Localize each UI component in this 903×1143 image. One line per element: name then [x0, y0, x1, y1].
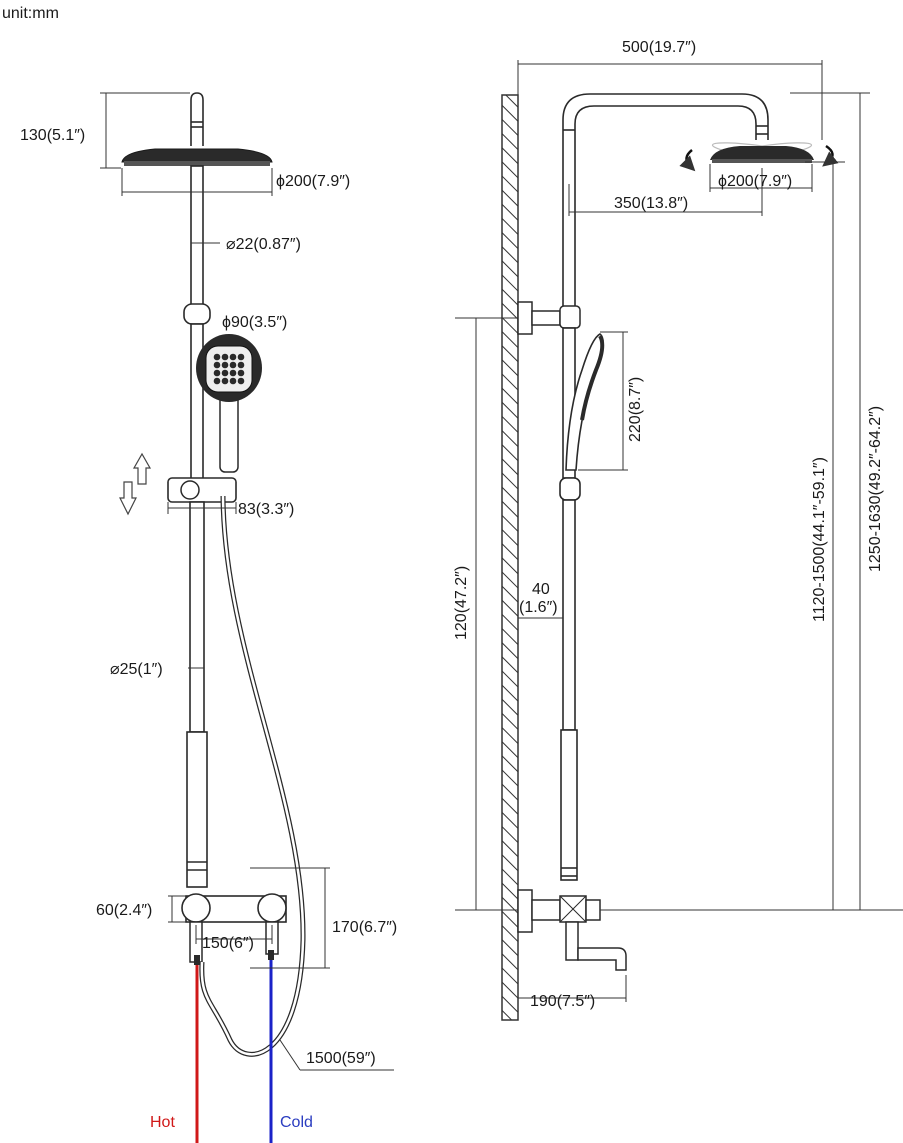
cold-label: Cold: [280, 1114, 313, 1131]
side-head-offset-label: 350(13.8″): [614, 195, 688, 212]
side-height-range-2-label: 1250-1630(49.2″-64.2″): [867, 406, 884, 572]
side-view: 500(19.7″) ϕ200(7.9″) 350(13.8″) 220(8.7…: [453, 39, 903, 1021]
front-hose-length-label: 1500(59″): [306, 1050, 376, 1067]
front-upper-pipe: [190, 165, 204, 307]
side-valve-spout: [517, 889, 627, 971]
wall: [501, 94, 519, 1021]
side-riser-arm: [562, 93, 769, 320]
side-arm-length-label: 500(19.7″): [622, 39, 696, 56]
side-rain-head: [710, 142, 814, 163]
unit-label: unit:mm: [2, 5, 59, 22]
front-slider-width-label: 83(3.3″): [238, 501, 294, 518]
side-bracket-height-label: 120(47.2″): [453, 566, 470, 640]
front-hand-shower: [196, 334, 262, 473]
front-upper-pipe-label: ⌀22(0.87″): [226, 236, 301, 253]
side-wall-bracket: [517, 301, 581, 335]
hot-label: Hot: [150, 1114, 175, 1131]
front-head-height-label: 130(5.1″): [20, 127, 85, 144]
front-lower-pipe: [189, 501, 205, 733]
side-wall-gap-inch: (1.6″): [519, 599, 558, 616]
front-holder-ring: [183, 303, 211, 325]
front-head-diameter-label: ϕ200(7.9″): [276, 173, 350, 190]
front-rain-head: [121, 148, 273, 163]
front-overhead-arm: [190, 92, 204, 146]
rotate-right-icon: [822, 144, 839, 167]
side-hand-shower-label: 220(8.7″): [627, 377, 644, 442]
front-lower-pipe-label: ⌀25(1″): [110, 661, 163, 678]
side-wall-gap-value: 40: [532, 581, 550, 598]
slide-arrows-icon: [119, 452, 152, 516]
side-spout-length-label: 190(7.5″): [530, 993, 595, 1010]
front-valve-total-label: 170(6.7″): [332, 919, 397, 936]
front-valve-height-label: 60(2.4″): [96, 902, 152, 919]
side-head-diameter-label: ϕ200(7.9″): [718, 173, 792, 190]
front-view: 130(5.1″) ϕ200(7.9″) ⌀22(0.87″) ϕ90(3.5″…: [20, 92, 397, 1143]
front-hose: [199, 495, 306, 1057]
front-hand-shower-label: ϕ90(3.5″): [222, 314, 287, 331]
front-slider-bracket: [167, 477, 237, 503]
front-inlet-spacing-label: 150(6″): [202, 935, 254, 952]
rotate-left-icon: [679, 149, 696, 172]
side-slider: [559, 477, 581, 501]
front-mixer-valve: [181, 893, 287, 965]
side-height-range-1-label: 1120-1500(44.1″-59.1″): [811, 457, 828, 622]
